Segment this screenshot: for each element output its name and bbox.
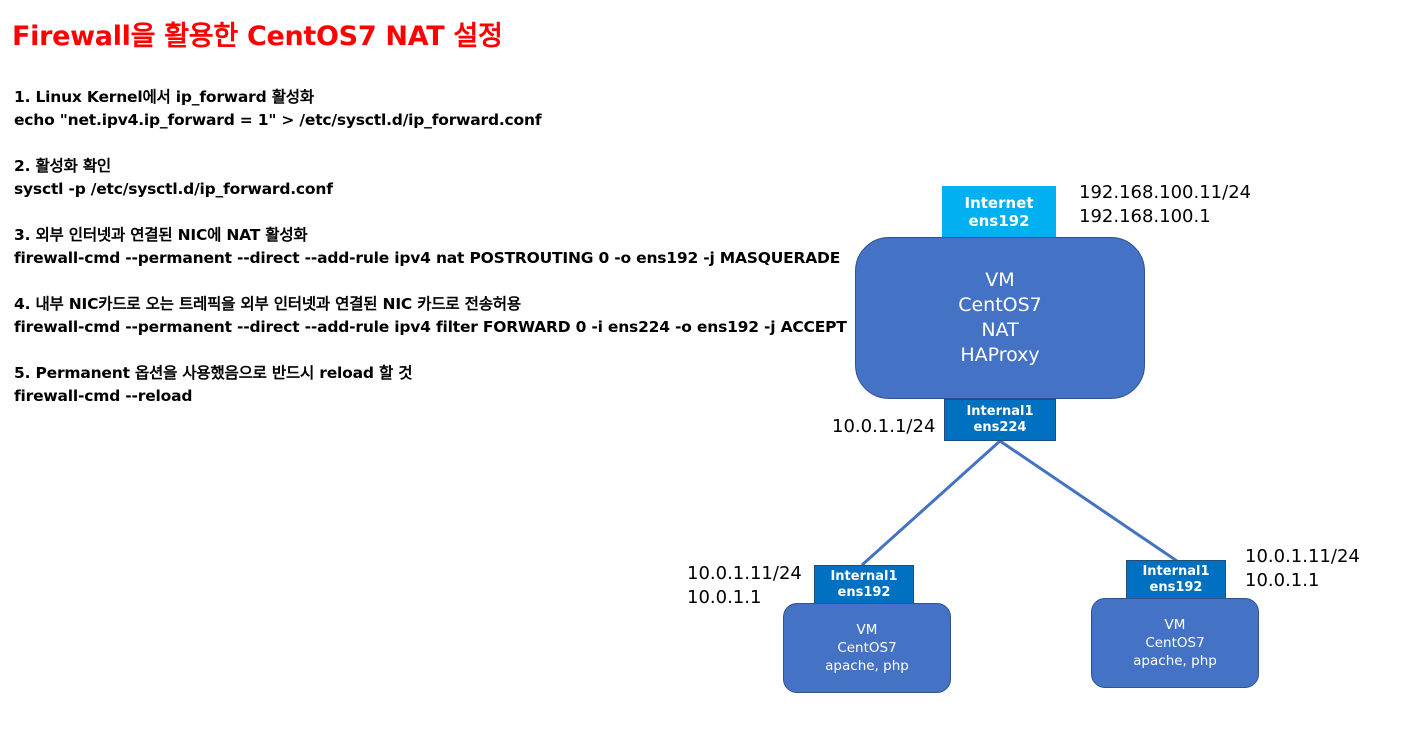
right-web-vm: VM CentOS7 apache, php: [1091, 598, 1259, 688]
step-3: 3. 외부 인터넷과 연결된 NIC에 NAT 활성화 firewall-cmd…: [14, 224, 854, 270]
left-web-vm: VM CentOS7 apache, php: [783, 603, 951, 693]
left-web-address: 10.0.1.11/24 10.0.1.1: [687, 562, 802, 610]
step-heading: 1. Linux Kernel에서 ip_forward 활성화: [14, 88, 314, 106]
step-list: 1. Linux Kernel에서 ip_forward 활성화 echo "n…: [14, 86, 854, 431]
vm-service: apache, php: [825, 658, 909, 674]
nic-label: Internal1: [830, 568, 898, 584]
nic-label: Internal1: [1142, 563, 1210, 579]
step-command: sysctl -p /etc/sysctl.d/ip_forward.conf: [14, 180, 333, 198]
gateway-address: 192.168.100.1: [1079, 206, 1211, 227]
step-heading: 3. 외부 인터넷과 연결된 NIC에 NAT 활성화: [14, 226, 308, 244]
vm-os: CentOS7: [958, 294, 1042, 316]
ip-address: 192.168.100.11/24: [1079, 182, 1252, 203]
right-web-address: 10.0.1.11/24 10.0.1.1: [1245, 545, 1360, 593]
step-heading: 2. 활성화 확인: [14, 157, 111, 175]
nic-interface: ens224: [973, 420, 1027, 435]
vm-service: HAProxy: [960, 344, 1040, 366]
step-command: firewall-cmd --reload: [14, 387, 193, 405]
vm-label: VM: [856, 622, 878, 638]
vm-os: CentOS7: [1145, 635, 1205, 651]
gateway-internal-nic: Internal1 ens224: [944, 399, 1056, 441]
left-web-nic: Internal1 ens192: [814, 565, 914, 604]
step-5: 5. Permanent 옵션을 사용했음으로 반드시 reload 할 것 f…: [14, 362, 854, 408]
nic-interface: ens192: [837, 584, 891, 600]
step-4: 4. 내부 NIC카드로 오는 트레픽을 외부 인터넷과 연결된 NIC 카드로…: [14, 293, 854, 339]
nic-label: Internal1: [966, 404, 1034, 420]
gateway-address: 10.0.1.1: [687, 587, 762, 608]
gateway-vm: VM CentOS7 NAT HAProxy: [855, 237, 1145, 399]
step-1: 1. Linux Kernel에서 ip_forward 활성화 echo "n…: [14, 86, 854, 132]
nic-interface: ens192: [968, 211, 1030, 230]
vm-role: NAT: [981, 319, 1019, 341]
step-heading: 5. Permanent 옵션을 사용했음으로 반드시 reload 할 것: [14, 364, 413, 382]
step-2: 2. 활성화 확인 sysctl -p /etc/sysctl.d/ip_for…: [14, 155, 854, 201]
gateway-internal-address: 10.0.1.1/24: [832, 416, 936, 437]
internet-address: 192.168.100.11/24 192.168.100.1: [1079, 181, 1251, 229]
step-command: firewall-cmd --permanent --direct --add-…: [14, 249, 841, 267]
internet-nic: Internet ens192: [942, 186, 1056, 237]
vm-label: VM: [1164, 617, 1186, 633]
nic-interface: ens192: [1149, 579, 1203, 595]
ip-address: 10.0.1.11/24: [687, 563, 802, 584]
link-gateway-to-left-web: [860, 439, 1002, 567]
right-web-nic: Internal1 ens192: [1126, 560, 1226, 599]
nic-label: Internet: [964, 193, 1034, 212]
page-title: Firewall을 활용한 CentOS7 NAT 설정: [12, 21, 503, 52]
link-gateway-to-right-web: [999, 439, 1178, 563]
vm-label: VM: [985, 269, 1015, 291]
step-command: echo "net.ipv4.ip_forward = 1" > /etc/sy…: [14, 111, 542, 129]
vm-service: apache, php: [1133, 653, 1217, 669]
step-command: firewall-cmd --permanent --direct --add-…: [14, 318, 847, 336]
gateway-address: 10.0.1.1: [1245, 570, 1320, 591]
step-heading: 4. 내부 NIC카드로 오는 트레픽을 외부 인터넷과 연결된 NIC 카드로…: [14, 295, 521, 313]
ip-address: 10.0.1.11/24: [1245, 546, 1360, 567]
vm-os: CentOS7: [837, 640, 897, 656]
